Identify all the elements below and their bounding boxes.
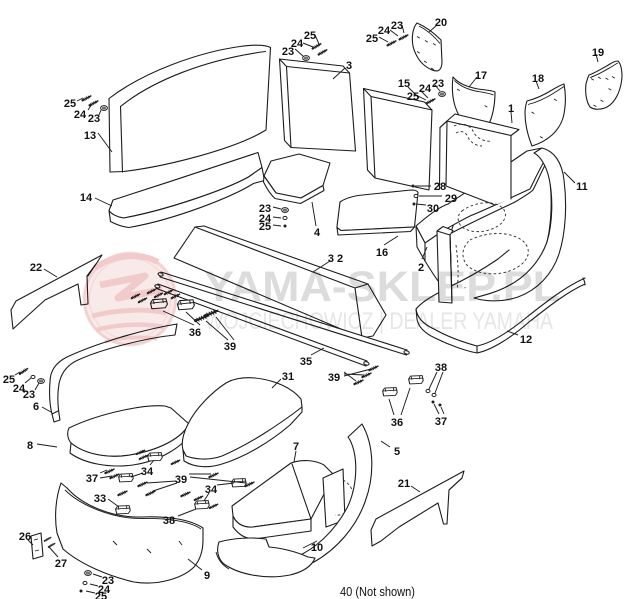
svg-text:WOJCIECHOWICZ | DEALER YAMAHA: WOJCIECHOWICZ | DEALER YAMAHA <box>205 308 553 335</box>
svg-text:15: 15 <box>398 78 410 90</box>
svg-text:12: 12 <box>520 334 532 346</box>
svg-text:34: 34 <box>205 484 218 496</box>
svg-text:5: 5 <box>394 446 400 458</box>
svg-text:23: 23 <box>23 389 35 401</box>
svg-text:7: 7 <box>293 441 299 453</box>
svg-text:23: 23 <box>432 78 444 90</box>
svg-text:24: 24 <box>419 83 432 95</box>
svg-text:13: 13 <box>84 130 96 142</box>
svg-text:24: 24 <box>291 38 304 50</box>
svg-text:25: 25 <box>259 221 271 233</box>
svg-text:20: 20 <box>435 17 447 29</box>
svg-text:36: 36 <box>391 417 403 429</box>
svg-text:29: 29 <box>445 193 457 205</box>
svg-text:37: 37 <box>435 416 447 428</box>
svg-text:24: 24 <box>98 584 111 596</box>
svg-text:23: 23 <box>282 46 294 58</box>
svg-text:38: 38 <box>435 362 447 374</box>
svg-text:31: 31 <box>282 371 294 383</box>
svg-text:34: 34 <box>141 466 154 478</box>
svg-text:39: 39 <box>328 372 340 384</box>
svg-text:19: 19 <box>592 47 604 59</box>
svg-text:24: 24 <box>259 213 272 225</box>
svg-text:1: 1 <box>508 103 514 115</box>
svg-text:24: 24 <box>74 109 87 121</box>
svg-text:25: 25 <box>95 591 107 599</box>
svg-text:25: 25 <box>366 33 378 45</box>
svg-text:26: 26 <box>19 531 31 543</box>
svg-text:35: 35 <box>300 356 312 368</box>
svg-text:37: 37 <box>86 473 98 485</box>
svg-text:25: 25 <box>64 98 76 110</box>
svg-text:23: 23 <box>102 575 114 587</box>
svg-text:3: 3 <box>346 60 352 72</box>
svg-text:21: 21 <box>398 478 410 490</box>
svg-text:30: 30 <box>427 203 439 215</box>
svg-text:36: 36 <box>189 327 201 339</box>
svg-text:25: 25 <box>407 91 419 103</box>
svg-text:6: 6 <box>33 401 39 413</box>
svg-text:25: 25 <box>3 374 15 386</box>
svg-text:2: 2 <box>418 262 424 274</box>
svg-text:39: 39 <box>224 341 236 353</box>
svg-text:23: 23 <box>391 20 403 32</box>
svg-text:17: 17 <box>475 70 487 82</box>
svg-text:33: 33 <box>94 493 106 505</box>
svg-text:38: 38 <box>163 515 175 527</box>
svg-text:25: 25 <box>304 30 316 42</box>
svg-text:9: 9 <box>204 570 210 582</box>
svg-text:24: 24 <box>378 25 391 37</box>
svg-text:39: 39 <box>175 474 187 486</box>
svg-text:28: 28 <box>434 181 446 193</box>
svg-text:23: 23 <box>259 203 271 215</box>
svg-text:23: 23 <box>88 113 100 125</box>
svg-text:24: 24 <box>13 383 26 395</box>
svg-text:16: 16 <box>376 247 388 259</box>
svg-text:10: 10 <box>311 542 323 554</box>
svg-text:YAMA-SKLEP.PL: YAMA-SKLEP.PL <box>204 263 560 311</box>
svg-text:14: 14 <box>80 192 93 204</box>
svg-text:32: 32 <box>328 253 346 265</box>
svg-text:18: 18 <box>532 73 544 85</box>
svg-text:4: 4 <box>314 227 321 239</box>
svg-text:27: 27 <box>55 558 67 570</box>
svg-text:11: 11 <box>576 181 588 193</box>
svg-text:40 (Not shown): 40 (Not shown) <box>340 584 415 599</box>
svg-text:22: 22 <box>30 262 42 274</box>
svg-text:8: 8 <box>27 440 33 452</box>
